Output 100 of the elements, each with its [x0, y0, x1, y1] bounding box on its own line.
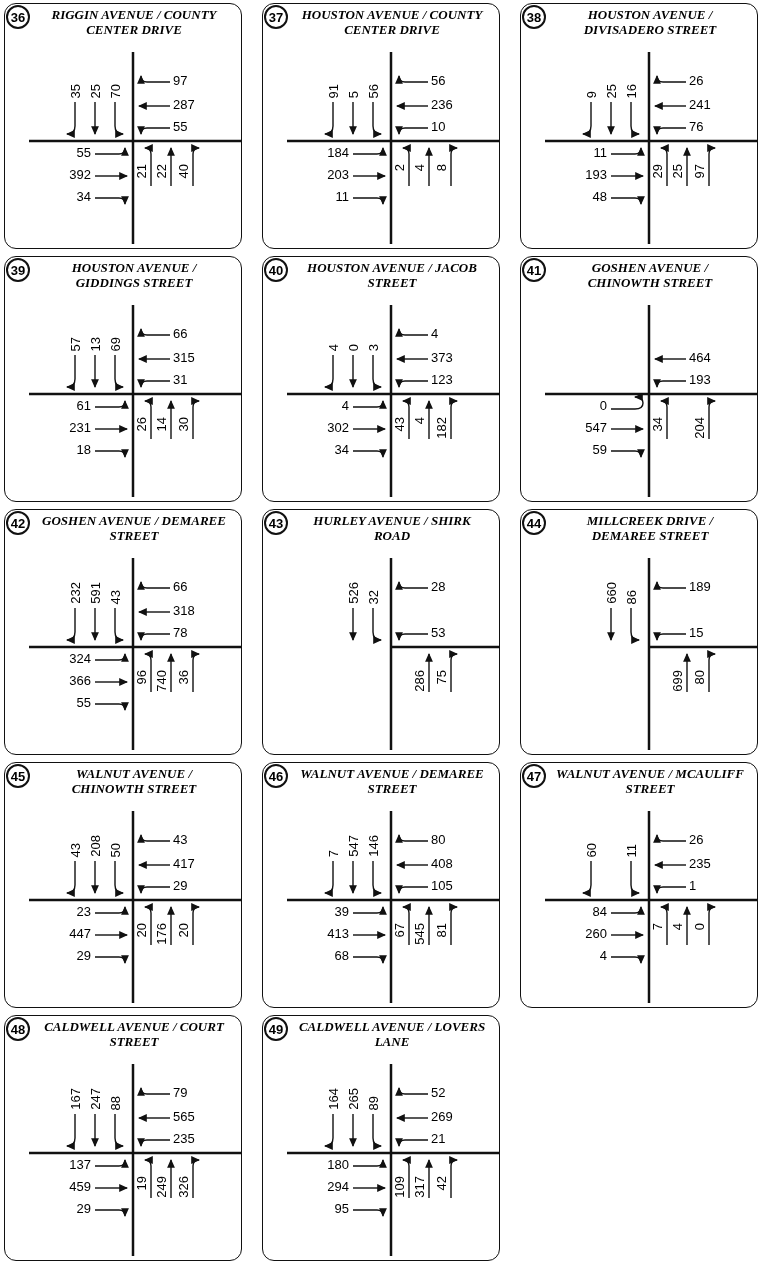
intersection-number: 38: [522, 5, 546, 29]
traffic-count: 315: [173, 351, 195, 365]
traffic-count: 68: [334, 949, 349, 963]
traffic-count: 11: [625, 843, 639, 857]
traffic-count: 78: [173, 626, 188, 640]
traffic-count: 53: [431, 626, 446, 640]
traffic-count: 55: [76, 146, 91, 160]
traffic-count: 22: [155, 164, 169, 179]
traffic-count: 232: [69, 582, 83, 604]
traffic-count: 84: [592, 905, 607, 919]
intersection-panel: [520, 256, 758, 502]
traffic-count: 75: [435, 670, 449, 685]
traffic-count: 184: [327, 146, 349, 160]
traffic-count: 40: [177, 164, 191, 179]
traffic-count: 66: [173, 327, 188, 341]
traffic-count: 23: [76, 905, 91, 919]
intersection-number: 40: [264, 258, 288, 282]
traffic-count: 80: [693, 670, 707, 685]
traffic-count: 29: [76, 1202, 91, 1216]
traffic-count: 34: [651, 417, 665, 432]
traffic-count: 56: [367, 83, 381, 98]
traffic-count: 43: [109, 589, 123, 604]
intersection-number: 42: [6, 511, 30, 535]
intersection-number: 48: [6, 1017, 30, 1041]
traffic-count: 81: [435, 923, 449, 938]
traffic-count: 231: [69, 421, 91, 435]
traffic-count: 59: [592, 443, 607, 457]
traffic-count: 740: [155, 670, 169, 692]
traffic-count: 0: [599, 399, 607, 413]
traffic-count: 5: [347, 90, 361, 98]
traffic-count: 88: [109, 1095, 123, 1110]
traffic-count: 36: [177, 670, 191, 685]
intersection-number: 45: [6, 764, 30, 788]
traffic-count: 67: [393, 923, 407, 938]
intersection-title: CALDWELL AVENUE / LOVERS LANE: [297, 1019, 487, 1049]
intersection-panel: [262, 509, 500, 755]
traffic-count: 91: [327, 83, 341, 98]
traffic-count: 70: [109, 83, 123, 98]
intersection-panel: [262, 1015, 500, 1261]
traffic-count: 392: [69, 168, 91, 182]
traffic-count: 4: [341, 399, 349, 413]
intersection-title: CALDWELL AVENUE / COURT STREET: [43, 1019, 226, 1049]
traffic-count: 2: [393, 164, 407, 172]
intersection-panel: [520, 762, 758, 1008]
traffic-count: 565: [173, 1110, 195, 1124]
traffic-count: 123: [431, 373, 453, 387]
traffic-count: 182: [435, 417, 449, 439]
traffic-count: 19: [135, 1176, 149, 1191]
traffic-count: 26: [135, 417, 149, 432]
traffic-count: 208: [89, 835, 103, 857]
traffic-count: 25: [671, 164, 685, 179]
intersection-panel: [4, 1015, 242, 1261]
intersection-title: MILLCREEK DRIVE / DEMAREE STREET: [585, 513, 715, 543]
traffic-count: 660: [605, 582, 619, 604]
traffic-count: 50: [109, 842, 123, 857]
traffic-count: 265: [347, 1088, 361, 1110]
traffic-count: 26: [689, 833, 704, 847]
traffic-count: 317: [413, 1176, 427, 1198]
intersection-panel: [262, 3, 500, 249]
traffic-count: 137: [69, 1158, 91, 1172]
traffic-count: 366: [69, 674, 91, 688]
traffic-count: 10: [431, 120, 446, 134]
traffic-count: 547: [347, 835, 361, 857]
traffic-count: 167: [69, 1088, 83, 1110]
traffic-count: 29: [651, 164, 665, 179]
intersection-panel: [520, 3, 758, 249]
traffic-count: 61: [76, 399, 91, 413]
traffic-count: 97: [693, 164, 707, 179]
intersection-number: 41: [522, 258, 546, 282]
traffic-count: 11: [335, 190, 349, 204]
traffic-count: 164: [327, 1088, 341, 1110]
traffic-count: 413: [327, 927, 349, 941]
traffic-count: 7: [327, 849, 341, 857]
traffic-count: 0: [347, 343, 361, 351]
traffic-count: 14: [155, 417, 169, 432]
traffic-count: 29: [173, 879, 188, 893]
traffic-count: 52: [431, 1086, 446, 1100]
traffic-count: 203: [327, 168, 349, 182]
intersection-title: HOUSTON AVENUE / COUNTY CENTER DRIVE: [300, 7, 485, 37]
traffic-count: 43: [173, 833, 188, 847]
traffic-count: 55: [76, 696, 91, 710]
traffic-count: 96: [135, 670, 149, 685]
traffic-count: 31: [173, 373, 188, 387]
traffic-count: 4: [431, 327, 439, 341]
traffic-count: 43: [69, 842, 83, 857]
traffic-count: 417: [173, 857, 195, 871]
traffic-count: 11: [593, 146, 607, 160]
traffic-count: 35: [69, 83, 83, 98]
traffic-count: 48: [592, 190, 607, 204]
traffic-count: 9: [585, 90, 599, 98]
traffic-count: 545: [413, 923, 427, 945]
traffic-count: 60: [585, 842, 599, 857]
traffic-count: 69: [109, 336, 123, 351]
intersection-number: 37: [264, 5, 288, 29]
intersection-title: WALNUT AVENUE / DEMAREE STREET: [299, 766, 485, 796]
traffic-count: 526: [347, 582, 361, 604]
intersection-number: 36: [6, 5, 30, 29]
traffic-count: 1: [689, 879, 697, 893]
traffic-count: 241: [689, 98, 711, 112]
traffic-count: 373: [431, 351, 453, 365]
